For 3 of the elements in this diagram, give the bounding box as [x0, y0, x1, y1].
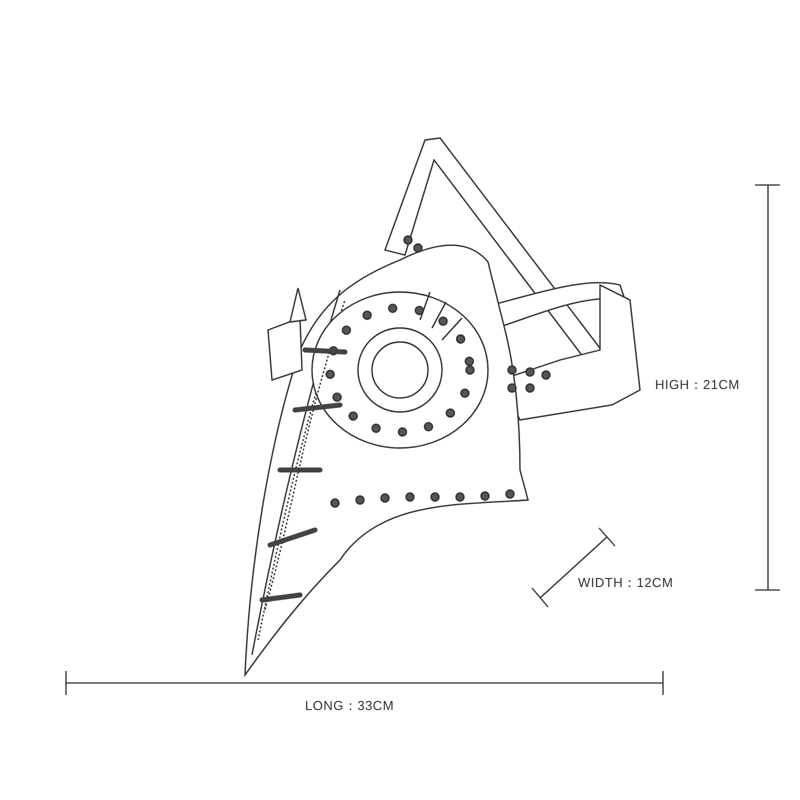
dimension-label: WIDTH：12CM	[578, 574, 674, 592]
dimension-label: LONG：33CM	[305, 697, 394, 715]
dimension-label: HIGH：21CM	[655, 376, 740, 394]
